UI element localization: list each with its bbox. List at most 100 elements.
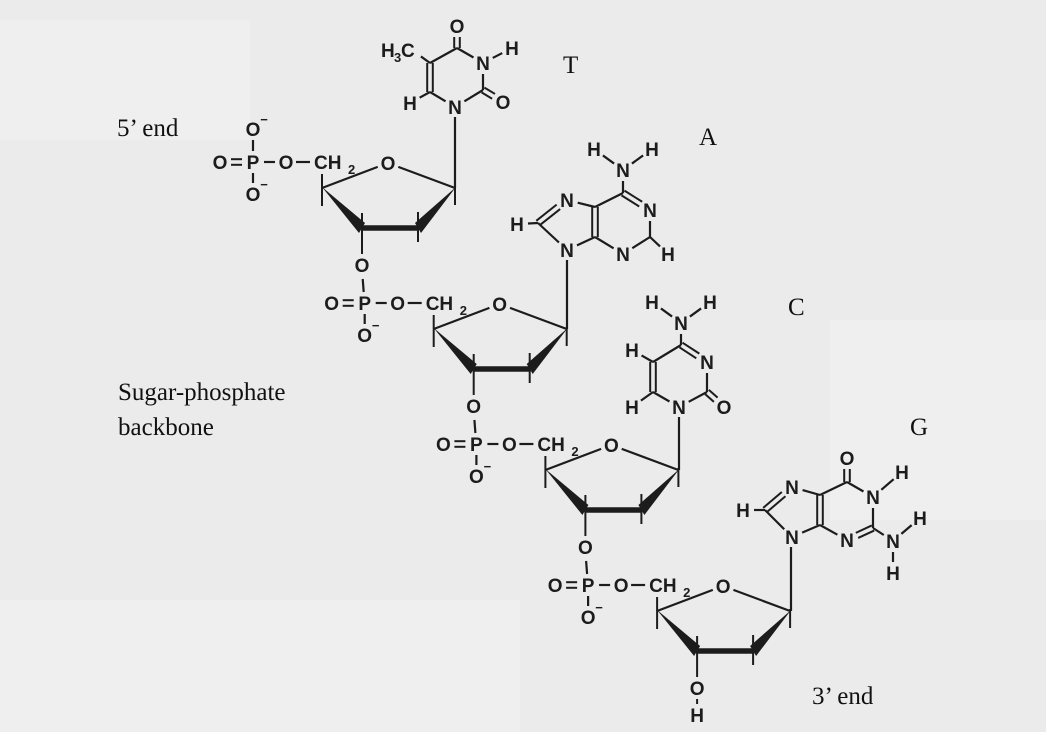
double-bond: [704, 393, 715, 403]
base-label-guanine: G: [910, 414, 928, 441]
bond: [397, 165, 456, 190]
atom-h: H: [645, 140, 659, 161]
bond: [463, 89, 484, 103]
atom-n: N: [785, 528, 799, 549]
double-bond: [766, 495, 787, 513]
double-bond: [483, 86, 496, 95]
double-bond: [681, 341, 700, 355]
double-bond: [481, 91, 493, 100]
hydroxyl-hydrogen: H: [690, 706, 704, 727]
atom-o: O: [496, 93, 511, 114]
atom-h: H: [505, 39, 519, 60]
atom-h: H: [625, 341, 639, 362]
atom-h: H: [510, 215, 524, 236]
atom-n: N: [476, 54, 490, 75]
bond: [900, 524, 913, 535]
atom-n: N: [840, 531, 854, 552]
bond: [660, 307, 673, 318]
atom-n: N: [560, 191, 574, 212]
atom-o: O: [840, 449, 855, 470]
phosphate-oxygen: O: [436, 435, 451, 456]
c3-oxygen: O: [690, 679, 705, 700]
bond: [433, 306, 490, 331]
phosphorus: P: [247, 153, 260, 174]
charge-minus: −: [372, 318, 380, 333]
wedge-bond: [638, 469, 680, 515]
subscript-2: 2: [460, 303, 467, 318]
atom-h: H: [645, 293, 659, 314]
wedge-bond: [322, 187, 365, 233]
bond: [545, 447, 602, 472]
ch2-group: CH: [426, 294, 453, 315]
bond: [640, 391, 654, 402]
phosphate-oxygen: O: [246, 120, 261, 141]
phosphate-oxygen: O: [581, 608, 596, 629]
ring-oxygen: O: [604, 436, 619, 457]
ester-oxygen: O: [279, 153, 294, 174]
bond: [764, 509, 785, 530]
c3-oxygen: O: [466, 397, 481, 418]
charge-minus: −: [595, 600, 603, 615]
double-bond: [708, 389, 719, 399]
bond: [456, 47, 475, 59]
atom-n: N: [886, 532, 900, 553]
bond: [872, 527, 885, 536]
bond: [621, 447, 679, 472]
atom-n: N: [674, 314, 688, 335]
double-bond: [855, 524, 873, 534]
atom-h: H: [625, 398, 639, 419]
methyl-carbon: C: [401, 41, 415, 62]
atom-h: H: [913, 509, 927, 530]
ester-oxygen: O: [502, 435, 517, 456]
wedge-bond: [657, 610, 701, 656]
atom-h: H: [587, 140, 601, 161]
phosphate-oxygen: O: [213, 153, 228, 174]
atom-h: H: [736, 501, 750, 522]
atom-n: N: [700, 353, 714, 374]
phosphorus: P: [358, 294, 371, 315]
base-label-thymine: T: [563, 52, 578, 79]
bond: [585, 560, 589, 575]
wedge-bond: [433, 328, 477, 374]
c3-oxygen: O: [355, 256, 370, 277]
bond: [688, 391, 708, 403]
bond: [361, 278, 365, 293]
bond: [656, 588, 714, 613]
bond: [321, 165, 379, 190]
ch2-group: CH: [314, 153, 341, 174]
ring-oxygen: O: [492, 295, 507, 316]
bond: [602, 154, 615, 165]
atom-n: N: [785, 478, 799, 499]
wedge-bond: [526, 328, 568, 374]
methyl-hydrogen: H: [381, 41, 395, 62]
phosphate-oxygen: O: [357, 326, 372, 347]
atom-h: H: [661, 245, 675, 266]
phosphate-oxygen: O: [548, 576, 563, 597]
bond: [689, 307, 702, 318]
background-patch: [830, 320, 1046, 520]
bond: [649, 236, 661, 248]
double-bond: [762, 491, 783, 509]
bond: [429, 47, 458, 64]
double-bond: [857, 529, 875, 539]
c3-oxygen: O: [578, 538, 593, 559]
ch2-group: CH: [537, 435, 564, 456]
atom-n: N: [643, 201, 657, 222]
bond: [802, 488, 821, 497]
atom-n: N: [672, 398, 686, 419]
bond: [594, 192, 624, 208]
subscript-2: 2: [571, 444, 578, 459]
bond: [576, 236, 596, 247]
bond: [473, 419, 477, 434]
bond: [801, 523, 821, 534]
bond: [631, 236, 651, 250]
atom-n: N: [616, 161, 630, 182]
phosphate-oxygen: O: [469, 467, 484, 488]
atom-h: H: [886, 564, 900, 585]
